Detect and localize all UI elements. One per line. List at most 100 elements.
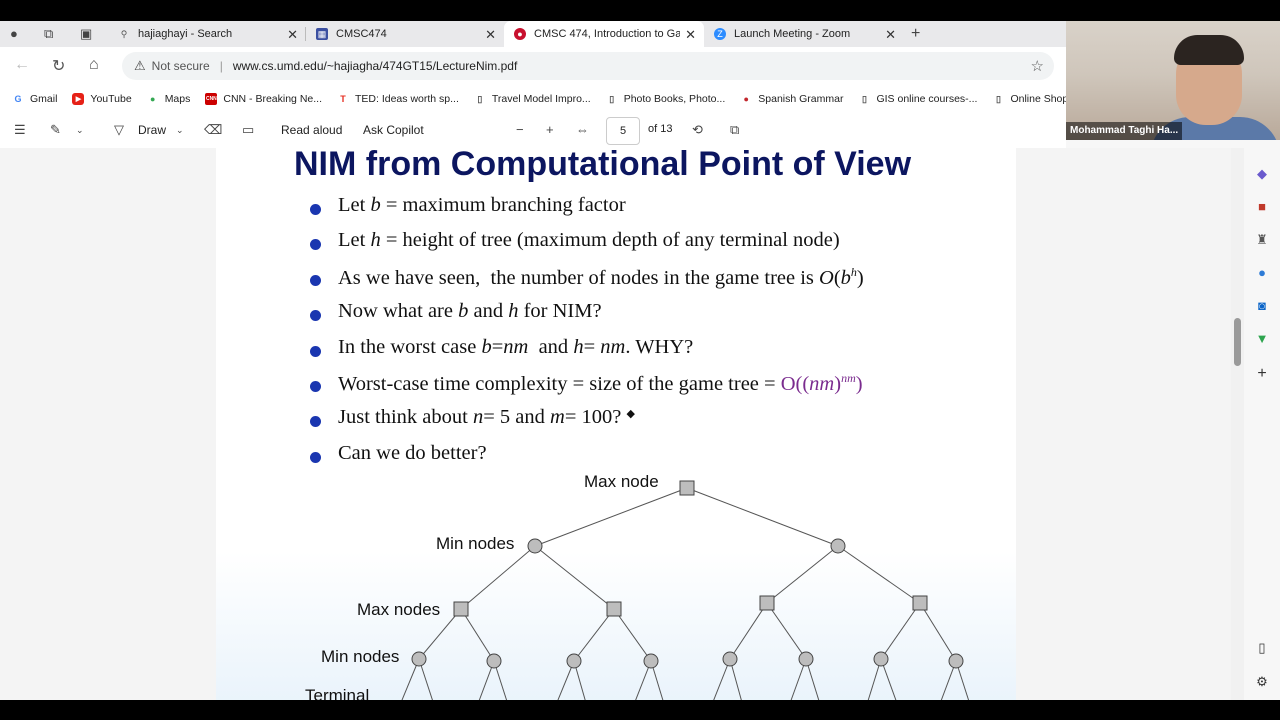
back-icon[interactable]: ← xyxy=(14,56,30,73)
tab-active-pdf[interactable]: ● CMSC 474, Introduction to Game ✕ xyxy=(504,21,704,47)
bullet-text: Now what are b and h for NIM? xyxy=(338,300,602,323)
draw-icon[interactable]: ▽ xyxy=(114,122,124,137)
calendar-icon: ▦ xyxy=(316,28,328,40)
outlook-icon[interactable]: ◙ xyxy=(1258,298,1266,313)
tree-nodes xyxy=(411,480,964,669)
bookmark-item[interactable]: ●Spanish Grammar xyxy=(740,93,844,105)
url-text[interactable]: www.cs.umd.edu/~hajiagha/474GT15/Lecture… xyxy=(232,59,518,73)
min-node-circle xyxy=(486,653,502,669)
tree-labels: Max node Min nodes Max nodes Min nodes T… xyxy=(305,472,659,700)
zoom-video-thumbnail: Mohammad Taghi Ha... xyxy=(1066,21,1280,140)
workspaces-icon[interactable]: ⧉ xyxy=(44,26,54,41)
profile-icon[interactable]: ● xyxy=(10,26,18,41)
vertical-scrollbar[interactable] xyxy=(1231,148,1244,700)
eraser-icon[interactable]: ⌫ xyxy=(204,122,223,137)
bullet-text: Can we do better? xyxy=(338,441,487,464)
fit-page-icon[interactable]: ⇔ xyxy=(576,122,589,137)
add-icon[interactable]: + xyxy=(1257,365,1267,382)
close-icon[interactable]: ✕ xyxy=(485,27,496,42)
settings-icon[interactable]: ⚙ xyxy=(1256,674,1268,689)
chevron-down-icon[interactable]: ⌄ xyxy=(76,125,84,135)
security-status: Not secure xyxy=(151,59,210,73)
tab-separator xyxy=(305,27,306,41)
bullet-text: As we have seen, the number of nodes in … xyxy=(338,264,864,289)
page-icon: ▯ xyxy=(477,93,483,104)
game-tree-diagram: Max node Min nodes Max nodes Min nodes T… xyxy=(305,472,970,700)
bookmark-item[interactable]: T TED: Ideas worth sp... xyxy=(337,93,459,105)
draw-button[interactable]: Draw xyxy=(138,123,167,137)
bullet-text: Worst-case time complexity = size of the… xyxy=(338,370,863,395)
bookmark-item[interactable]: ▶YouTube xyxy=(72,93,132,105)
tools-icon[interactable]: ■ xyxy=(1258,199,1266,214)
refresh-icon[interactable]: ↻ xyxy=(52,58,66,75)
search-icon: ⚲ xyxy=(120,28,128,39)
bookmark-label: TED: Ideas worth sp... xyxy=(355,93,459,105)
page-count: of 13 xyxy=(648,123,673,135)
close-icon[interactable]: ✕ xyxy=(685,27,696,42)
chevron-down-icon[interactable]: ⌄ xyxy=(176,125,184,135)
tab-label: hajiaghayi - Search xyxy=(138,28,233,40)
min-node-circle xyxy=(798,651,814,667)
cnn-icon: CNN xyxy=(205,93,218,105)
contents-icon[interactable]: ☰ xyxy=(14,122,26,137)
bullet-text: Let b = maximum branching factor xyxy=(338,194,626,216)
sidebar-toggle-icon[interactable]: ▯ xyxy=(1258,640,1266,655)
max-node-square xyxy=(679,480,695,496)
zoom-in-icon[interactable]: + xyxy=(546,122,554,137)
bullet-dot xyxy=(310,204,321,215)
page-view-icon[interactable]: ⧉ xyxy=(730,122,740,137)
page-number-input[interactable]: 5 xyxy=(606,117,640,145)
top-black-bar xyxy=(0,0,1280,21)
address-bar[interactable]: ⚠ Not secure | www.cs.umd.edu/~hajiagha/… xyxy=(122,52,1054,80)
ask-copilot-button[interactable]: Ask Copilot xyxy=(363,123,424,137)
terminal-nodes-label: Terminalnodes xyxy=(305,686,369,700)
bookmark-item[interactable]: ▯Travel Model Impro... xyxy=(474,93,590,105)
tab-label: CMSC 474, Introduction to Game xyxy=(534,28,680,40)
bookmark-label: Maps xyxy=(164,93,191,105)
read-aloud-button[interactable]: Read aloud xyxy=(281,123,343,137)
zoom-out-icon[interactable]: − xyxy=(516,122,524,137)
tree-edges xyxy=(401,487,970,700)
bullet-dot xyxy=(310,380,321,392)
tab-search[interactable]: ⚲ hajiaghayi - Search ✕ xyxy=(108,21,306,47)
bullet-text: Just think about n= 5 and m= 100? ◆ xyxy=(338,406,635,429)
bookmark-label: Spanish Grammar xyxy=(758,93,844,105)
bullet-text: In the worst case b=nm and h= nm. WHY? xyxy=(338,335,694,358)
browser-window: ● ⧉ ▣ ⚲ hajiaghayi - Search ✕ ▦ CMSC474 … xyxy=(0,21,1280,700)
bullet-dot xyxy=(310,451,321,463)
tab-actions-icon[interactable]: ▣ xyxy=(80,26,93,41)
person-hair xyxy=(1174,35,1244,65)
page-icon: ▯ xyxy=(995,93,1001,104)
divider: | xyxy=(219,59,223,73)
close-icon[interactable]: ✕ xyxy=(885,27,896,42)
min-nodes-label-2: Min nodes xyxy=(321,647,399,666)
bookmark-item[interactable]: ▯Photo Books, Photo... xyxy=(606,93,725,105)
youtube-icon: ▶ xyxy=(72,93,85,105)
favorite-star-icon[interactable]: ☆ xyxy=(1030,58,1044,75)
new-tab-icon[interactable]: + xyxy=(911,25,921,42)
scrollbar-thumb[interactable] xyxy=(1234,318,1241,366)
pdf-viewer[interactable]: NIM from Computational Point of View Let… xyxy=(0,148,1231,700)
rotate-icon[interactable]: ⟲ xyxy=(692,122,703,137)
tab-zoom[interactable]: Z Launch Meeting - Zoom ✕ xyxy=(704,21,904,47)
bullet-dot xyxy=(310,416,321,428)
view-icon[interactable]: ▭ xyxy=(242,122,255,137)
min-node-circle xyxy=(873,651,889,667)
drop-icon[interactable]: ▼ xyxy=(1255,331,1269,346)
home-icon[interactable]: ⌂ xyxy=(89,56,99,73)
ted-icon: T xyxy=(340,94,346,104)
umd-icon: ● xyxy=(514,28,526,40)
bullet-dot xyxy=(310,239,321,251)
copilot-icon[interactable]: ◆ xyxy=(1257,166,1267,181)
highlight-icon[interactable]: ✎ xyxy=(50,122,61,137)
pdf-page: NIM from Computational Point of View Let… xyxy=(216,148,1016,700)
warning-icon: ⚠ xyxy=(134,58,146,73)
tab-cmsc474[interactable]: ▦ CMSC474 ✕ xyxy=(306,21,504,47)
games-icon[interactable]: ♜ xyxy=(1256,232,1268,247)
bookmark-item[interactable]: ●Maps xyxy=(147,93,191,105)
microsoft365-icon[interactable]: ● xyxy=(1258,265,1266,280)
bookmark-item[interactable]: ▯GIS online courses-... xyxy=(858,93,977,105)
close-icon[interactable]: ✕ xyxy=(287,27,298,42)
